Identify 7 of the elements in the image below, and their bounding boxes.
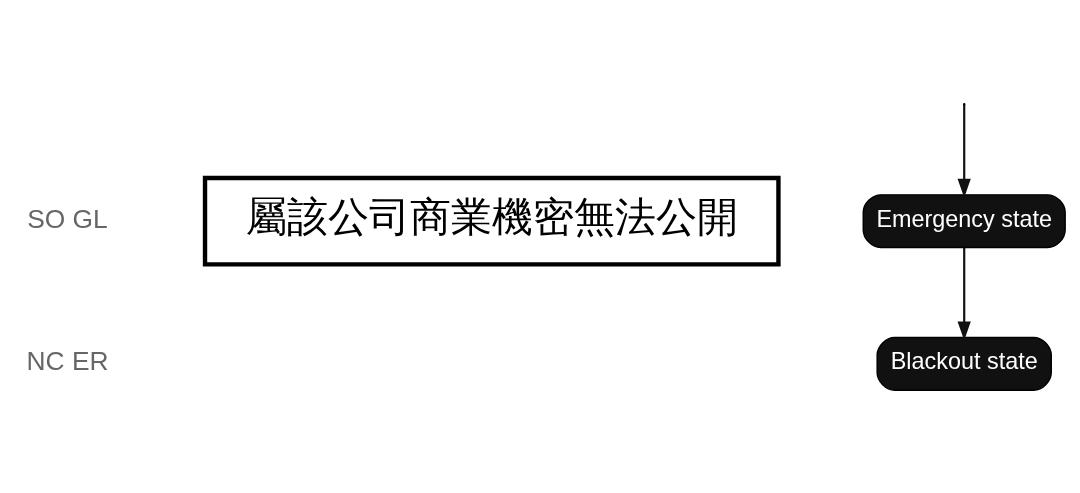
arrow (957, 104, 971, 198)
node-box: 屬該公司商業機密無法公開 (202, 175, 781, 267)
label: SO GL (27, 203, 108, 234)
arrow (957, 247, 971, 340)
node-box: Emergency state (862, 193, 1066, 248)
label: NC ER (26, 345, 109, 376)
node-box: Blackout state (876, 336, 1052, 391)
